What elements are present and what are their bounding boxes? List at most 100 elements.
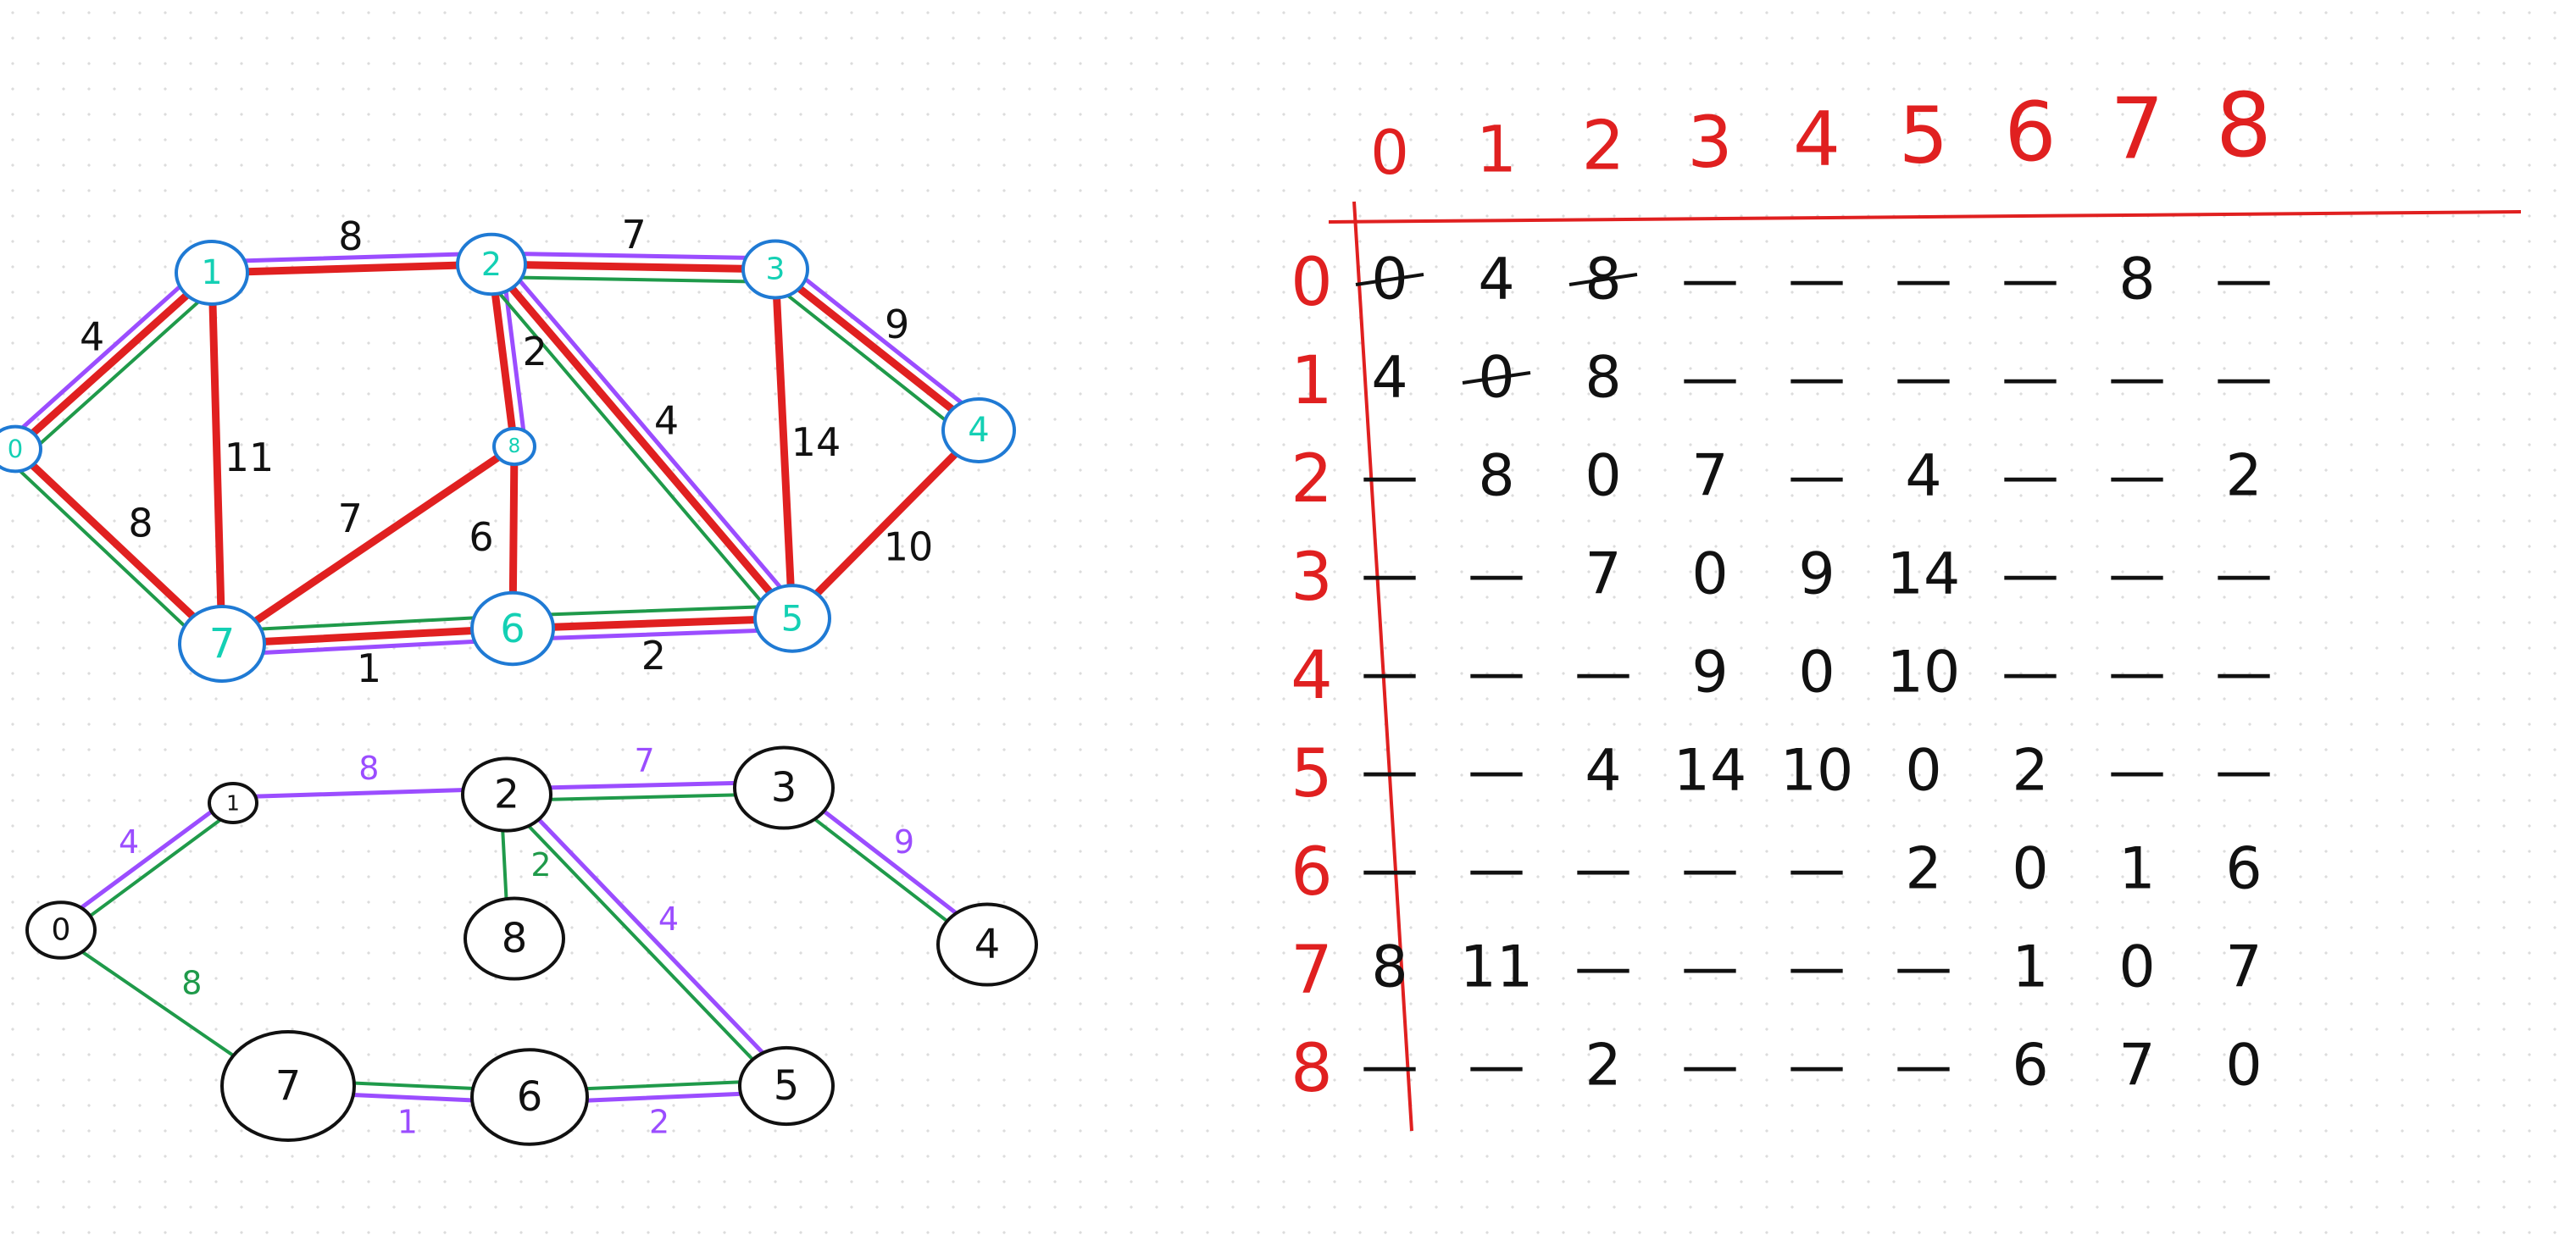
top-node-3: 3	[741, 239, 809, 300]
matrix-cell-8-5: —	[1895, 1033, 1952, 1100]
matrix-cell-5-6: 2	[2012, 738, 2048, 805]
top-node-label: 1	[201, 253, 222, 292]
matrix-cell-5-0: —	[1361, 738, 1418, 805]
top-node-circle	[753, 584, 831, 653]
matrix-col-header-3: 3	[1687, 101, 1732, 184]
matrix-cell-4-1: —	[1468, 640, 1525, 706]
bottom-node-5: 5	[738, 1045, 835, 1127]
bottom-node-label: 3	[771, 764, 797, 812]
matrix-cell-3-0: —	[1361, 541, 1418, 608]
top-node-circle	[470, 590, 555, 667]
top-edge-2-3	[487, 260, 780, 274]
matrix-cell-5-5: 0	[1905, 738, 1941, 805]
matrix-cell-0-7: 8	[2118, 247, 2155, 313]
matrix-row-header-3: 3	[1291, 540, 1333, 616]
matrix-row-header-4: 4	[1291, 638, 1333, 714]
matrix-col-header-4: 4	[1793, 96, 1840, 183]
top-node-label: 8	[508, 435, 521, 457]
bottom-node-6: 6	[470, 1048, 589, 1146]
top-node-label: 2	[481, 246, 502, 283]
top-edge-weight-2-5: 4	[654, 397, 679, 443]
bottom-node-2: 2	[461, 756, 552, 833]
bottom-node-4: 4	[936, 902, 1038, 987]
bottom-node-label: 0	[52, 913, 71, 948]
matrix-cell-5-1: —	[1468, 738, 1525, 805]
top-node-label: 7	[209, 620, 236, 668]
matrix-cell-7-0: 8	[1371, 934, 1407, 1001]
bottom-node-circle	[470, 1048, 589, 1146]
top-edge-purple-1-2	[209, 251, 494, 264]
top-node-circle	[941, 397, 1016, 463]
matrix-cell-5-7: —	[2108, 738, 2166, 805]
top-edge-5-6	[508, 614, 797, 633]
matrix-cell-5-4: 10	[1780, 738, 1854, 805]
matrix-cell-5-8: —	[2215, 738, 2273, 805]
matrix-row-header-2: 2	[1291, 441, 1333, 518]
top-edge-0-1	[11, 269, 216, 453]
bottom-node-label: 2	[494, 772, 519, 818]
matrix-cell-6-3: —	[1681, 836, 1739, 903]
bottom-node-circle	[738, 1045, 835, 1127]
matrix-cell-8-1: —	[1468, 1033, 1525, 1100]
top-node-circle	[175, 240, 249, 306]
matrix-cell-3-5: 14	[1887, 541, 1961, 608]
matrix-col-header-5: 5	[1899, 91, 1949, 181]
top-node-7: 7	[178, 605, 266, 683]
matrix-cell-6-4: —	[1788, 836, 1846, 903]
matrix-cell-5-2: 4	[1585, 738, 1621, 805]
matrix-row-header-8: 8	[1291, 1031, 1333, 1107]
bottom-node-label: 1	[226, 791, 240, 816]
matrix-col-header-8: 8	[2216, 74, 2272, 177]
top-edge-purple-2-3	[489, 251, 778, 261]
bottom-node-circle	[733, 745, 835, 830]
bottom-edge-purple-2-5	[508, 788, 793, 1084]
matrix-cell-7-1: 11	[1460, 934, 1534, 1001]
matrix-cell-1-4: —	[1788, 345, 1846, 412]
matrix-cell-6-5: 2	[1905, 836, 1941, 903]
matrix-cells: 048————8—408———————807—4——2——70914——————…	[1355, 247, 2273, 1100]
matrix-row-header-0: 0	[1291, 245, 1333, 321]
matrix-cell-7-5: —	[1895, 934, 1952, 1001]
matrix-cell-3-2: 7	[1585, 541, 1621, 608]
top-node-label: 0	[8, 435, 23, 463]
matrix-row-header-6: 6	[1291, 834, 1333, 911]
top-node-6: 6	[470, 590, 555, 667]
matrix-cell-7-7: 0	[2118, 934, 2155, 1001]
top-node-label: 5	[781, 598, 804, 640]
matrix-cell-1-3: —	[1681, 345, 1739, 412]
bottom-node-circle	[936, 902, 1038, 987]
matrix-cell-2-2: 0	[1585, 443, 1621, 510]
top-edge-2-5	[487, 260, 797, 623]
matrix-cell-0-1: 4	[1478, 247, 1514, 313]
top-edge-0-7	[11, 445, 226, 648]
matrix-cell-6-7: 1	[2118, 836, 2155, 903]
top-edge-purple-0-1	[5, 262, 207, 443]
matrix-cell-4-4: 0	[1798, 640, 1835, 706]
top-edge-weight-0-7: 8	[128, 500, 153, 546]
matrix-cell-0-3: —	[1681, 247, 1739, 313]
matrix-cell-0-5: —	[1895, 247, 1952, 313]
matrix-cell-2-3: 7	[1691, 443, 1728, 510]
top-edge-green-6-7	[219, 614, 514, 634]
matrix-cell-2-7: —	[2108, 443, 2166, 510]
matrix-cell-4-7: —	[2108, 640, 2166, 706]
matrix-cell-strike-0-0	[1355, 273, 1424, 286]
matrix-cell-3-6: —	[2001, 541, 2059, 608]
matrix-cell-0-6: —	[2001, 247, 2059, 313]
top-graph-nodes: 0 1 2 3 4 5 6 7 8	[0, 232, 1016, 683]
matrix-cell-8-0: —	[1361, 1033, 1418, 1100]
top-edge-6-7	[218, 624, 517, 648]
matrix-cell-8-7: 7	[2118, 1033, 2155, 1100]
matrix-cell-4-2: —	[1574, 640, 1632, 706]
top-edge-purple-2-5	[497, 255, 803, 614]
top-edge-purple-3-4	[780, 258, 988, 424]
matrix-cell-8-2: 2	[1585, 1033, 1621, 1100]
matrix-col-header-7: 7	[2110, 80, 2164, 179]
bottom-edge-weight-3-4: 9	[894, 823, 914, 861]
matrix-cell-6-8: 6	[2225, 836, 2262, 903]
